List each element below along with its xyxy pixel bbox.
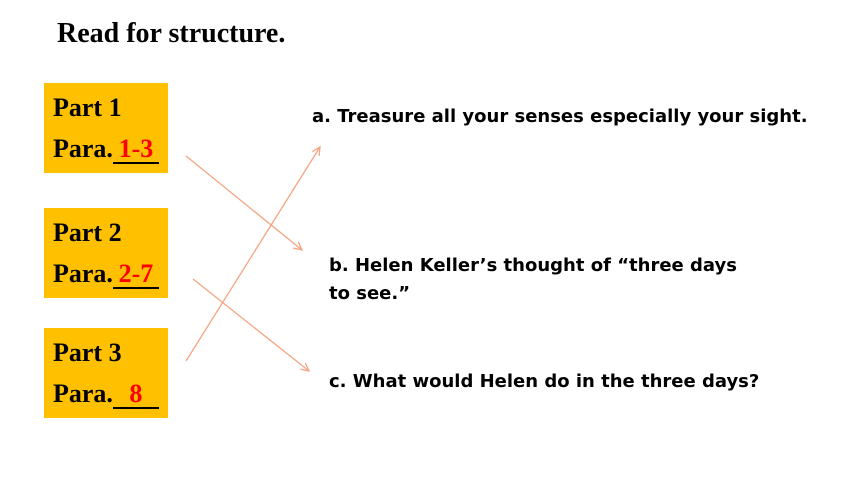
description-c: c. What would Helen do in the three days… — [329, 371, 760, 392]
connector-part2-to-c — [192, 278, 309, 371]
part-3-para-prefix: Para. — [53, 379, 113, 408]
part-1-box: Part 1 Para.1-3 — [44, 83, 168, 173]
part-2-label: Part 2 — [53, 218, 122, 247]
connector-part1-to-b — [185, 155, 302, 250]
part-1-para-answer: 1-3 — [112, 136, 159, 164]
description-a: a. Treasure all your senses especially y… — [312, 106, 808, 127]
connector-part3-to-a — [185, 147, 320, 362]
part-3-para: Para.8 — [53, 379, 159, 409]
part-2-box: Part 2 Para.2-7 — [44, 208, 168, 298]
description-b: b. Helen Keller’s thought of “three days… — [329, 255, 737, 304]
part-2-para: Para.2-7 — [53, 259, 159, 289]
part-1-para: Para.1-3 — [53, 134, 159, 164]
part-2-para-answer: 2-7 — [112, 261, 159, 289]
part-3-box: Part 3 Para.8 — [44, 328, 168, 418]
part-1-label: Part 1 — [53, 93, 122, 122]
part-2-para-prefix: Para. — [53, 259, 113, 288]
part-3-para-answer: 8 — [112, 381, 159, 409]
part-3-label: Part 3 — [53, 338, 122, 367]
slide-title: Read for structure. — [57, 18, 286, 49]
part-1-para-prefix: Para. — [53, 134, 113, 163]
